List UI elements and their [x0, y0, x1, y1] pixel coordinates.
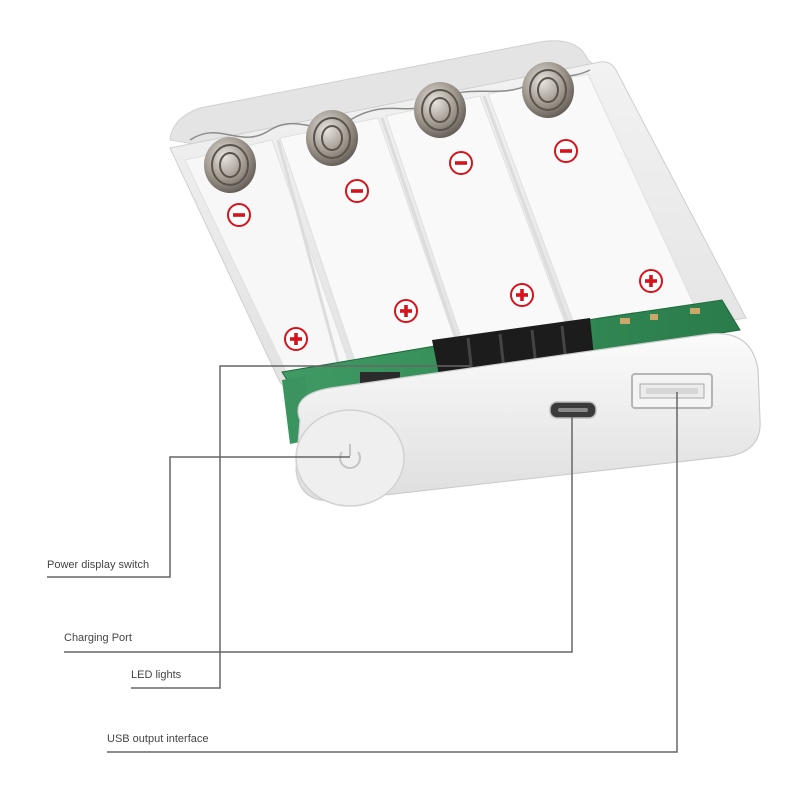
label-led-lights: LED lights — [131, 669, 182, 681]
label-power-display-switch: Power display switch — [47, 559, 150, 571]
power-button[interactable] — [295, 409, 405, 507]
label-charging-port: Charging Port — [64, 632, 132, 644]
leader-power — [47, 456, 350, 578]
leader-charge — [64, 417, 573, 653]
plus-sign-slot-3 — [510, 283, 534, 307]
polarity-signs — [227, 139, 663, 351]
plus-sign-slot-4 — [639, 269, 663, 293]
leader-lines — [47, 365, 678, 753]
minus-sign-slot-1 — [227, 203, 251, 227]
leader-usb — [107, 392, 678, 753]
label-usb-output-interface: USB output interface — [107, 733, 209, 745]
plus-sign-slot-2 — [394, 299, 418, 323]
minus-sign-slot-4 — [554, 139, 578, 163]
minus-sign-slot-3 — [449, 151, 473, 175]
minus-sign-slot-2 — [345, 179, 369, 203]
spring-1 — [204, 137, 256, 193]
casing-back-wall — [169, 40, 602, 151]
spring-4 — [522, 62, 574, 118]
battery-slots — [184, 73, 701, 385]
leader-led — [131, 365, 470, 689]
spring-2 — [306, 110, 358, 166]
plus-sign-slot-1 — [284, 327, 308, 351]
led-window — [432, 318, 594, 380]
spring-3 — [414, 82, 466, 138]
spring-contacts — [204, 62, 574, 193]
